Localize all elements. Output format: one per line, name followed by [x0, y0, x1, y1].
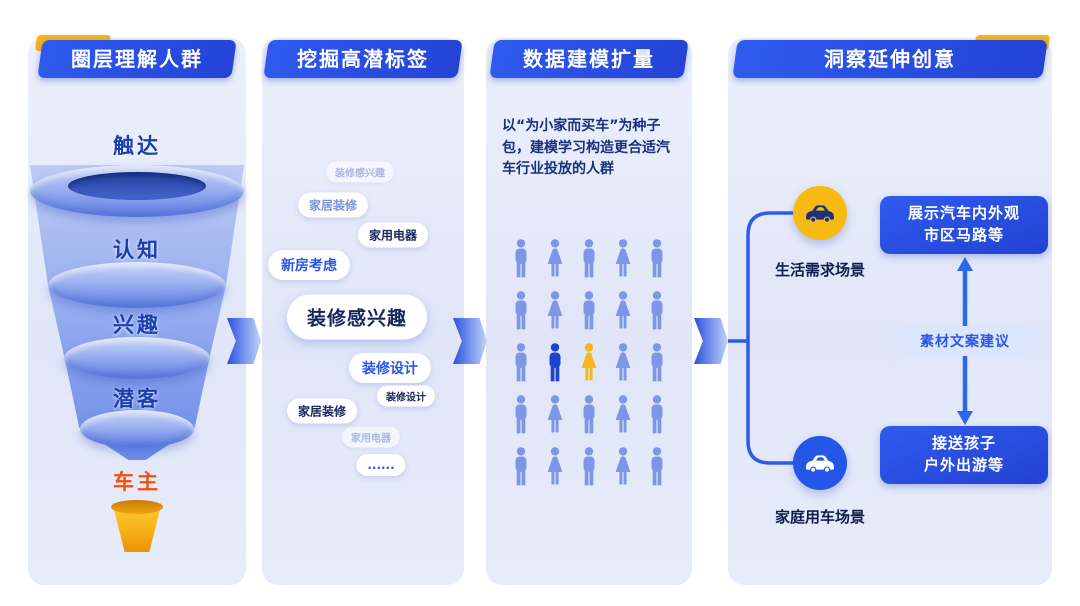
funnel-ring-reach	[30, 165, 244, 217]
funnel-stage-label-owner: 车主	[113, 470, 161, 494]
person-icon-male	[578, 290, 600, 332]
life-scene-circle	[793, 186, 847, 240]
tag-pill: 家居装修	[297, 192, 369, 218]
person-icon-male	[578, 238, 600, 280]
person-icon-male	[510, 446, 532, 488]
person-icon-male	[646, 290, 668, 332]
person-icon-female	[544, 446, 566, 488]
person-icon-female	[544, 290, 566, 332]
info-box-line: 市区马路等	[923, 226, 1004, 244]
panel-header-tags: 挖掘高潜标签	[263, 40, 463, 78]
panel-header-funnel: 圈层理解人群	[34, 35, 237, 78]
panel-header-insight: 洞察延伸创意	[732, 35, 1051, 78]
funnel-ring-prospect	[80, 410, 194, 448]
panel-audience-funnel: 圈层理解人群 触达 认知 兴趣 潜客 车主	[28, 35, 246, 585]
flow-arrow-icon	[694, 318, 728, 364]
info-box-line: 展示汽车内外观	[907, 204, 1020, 223]
tag-pill: 家用电器	[342, 426, 400, 448]
info-box-line: 户外出游等	[923, 456, 1004, 474]
panel-title: 挖掘高潜标签	[297, 47, 429, 71]
owner-cup-icon	[109, 500, 165, 552]
tag-pill: 装修感兴趣	[286, 294, 428, 340]
funnel-stage-label: 认知	[113, 238, 161, 262]
funnel-opening	[68, 172, 206, 200]
person-icon-female	[612, 238, 634, 280]
person-icon-female	[612, 446, 634, 488]
cup-opening	[111, 500, 163, 514]
person-icon-male	[646, 394, 668, 436]
car-icon	[806, 455, 834, 473]
person-icon-male	[646, 238, 668, 280]
person-icon-male	[510, 342, 532, 384]
panel-tag-mining: 挖掘高潜标签 装修感兴趣 家居装修 家用电器 新房考虑 装修感兴趣 装修设计 装…	[262, 38, 464, 585]
panel-creative-insight: 洞察延伸创意 生活需求场景 展示汽车内外观 市区马路等 素材文案建议	[728, 35, 1052, 585]
connector-lines	[728, 211, 973, 465]
funnel-stage-label: 潜客	[113, 387, 161, 411]
panel-title: 洞察延伸创意	[824, 47, 956, 71]
person-icon-male	[510, 290, 532, 332]
tag-pill: 装修设计	[349, 353, 431, 383]
person-icon-male	[510, 238, 532, 280]
funnel-stage-label: 兴趣	[113, 313, 161, 337]
panel-title: 数据建模扩量	[523, 47, 655, 71]
tag-pill: 装修感兴趣	[326, 161, 394, 183]
person-icon-female	[612, 394, 634, 436]
info-box-family-scene: 接送孩子 户外出游等	[880, 426, 1048, 484]
info-box-life-scene: 展示汽车内外观 市区马路等	[880, 196, 1048, 254]
scene-label: 生活需求场景	[774, 261, 865, 279]
copy-suggestion-pill: 素材文案建议	[891, 326, 1039, 356]
info-box-line: 接送孩子	[931, 434, 996, 453]
panel-header-modeling: 数据建模扩量	[489, 40, 689, 78]
person-icon-male	[578, 394, 600, 436]
person-icon-female	[544, 238, 566, 280]
person-icon-female	[612, 342, 634, 384]
family-scene-circle	[793, 436, 847, 490]
audience-funnel: 触达 认知 兴趣 潜客 车主	[28, 38, 246, 585]
funnel-ring-awareness	[48, 262, 226, 308]
panel-title: 圈层理解人群	[71, 47, 203, 71]
tag-pill: 新房考虑	[268, 250, 350, 280]
person-icon-male	[544, 342, 566, 384]
panel-data-modeling: 数据建模扩量 以“为小家而买车”为种子包，建模学习构造更合适汽车行业投放的人群	[486, 38, 692, 585]
modeling-description: 以“为小家而买车”为种子包，建模学习构造更合适汽车行业投放的人群	[502, 118, 670, 178]
car-icon	[806, 205, 834, 223]
person-icon-female	[544, 394, 566, 436]
person-icon-female	[578, 342, 600, 384]
person-icon-male	[646, 342, 668, 384]
funnel-stage-label: 触达	[113, 134, 161, 158]
person-icon-female	[612, 290, 634, 332]
person-icon-male	[646, 446, 668, 488]
tag-pill: 家居装修	[286, 398, 358, 424]
scene-label: 家庭用车场景	[774, 508, 865, 526]
person-icon-male	[510, 394, 532, 436]
tag-pill: ......	[356, 454, 406, 476]
funnel-ring-interest	[64, 337, 210, 379]
tag-pill: 装修设计	[377, 385, 435, 407]
person-grid	[504, 238, 674, 498]
person-icon-male	[578, 446, 600, 488]
tag-pill: 家用电器	[357, 222, 429, 248]
